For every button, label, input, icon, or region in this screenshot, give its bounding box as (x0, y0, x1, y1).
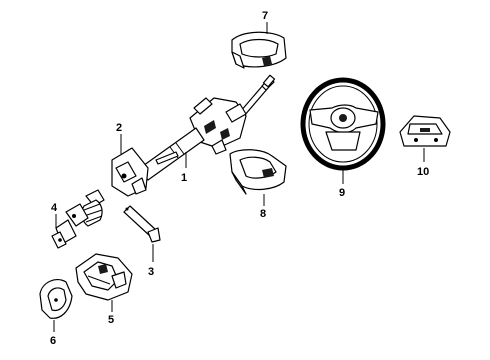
callout-2: 2 (116, 122, 122, 134)
shift-lever-part[interactable] (123, 205, 161, 243)
intermediate-shaft-part[interactable] (51, 189, 105, 249)
callout-4: 4 (51, 202, 58, 214)
callout-6: 6 (50, 335, 56, 347)
steering-wheel-part[interactable] (300, 77, 386, 171)
cover-plate-part[interactable] (39, 279, 73, 319)
callout-1: 1 (181, 172, 187, 184)
upper-shroud-part[interactable] (231, 31, 287, 69)
callout-7: 7 (262, 10, 268, 22)
callout-10: 10 (417, 166, 429, 178)
steering-column-part[interactable] (111, 74, 276, 197)
lower-housing-part[interactable] (75, 253, 133, 301)
lower-shroud-part[interactable] (229, 149, 287, 195)
callout-5: 5 (108, 314, 114, 326)
callout-8: 8 (260, 208, 266, 220)
callout-3: 3 (148, 266, 154, 278)
mounting-bracket-part[interactable] (399, 115, 451, 147)
callout-9: 9 (339, 187, 345, 199)
